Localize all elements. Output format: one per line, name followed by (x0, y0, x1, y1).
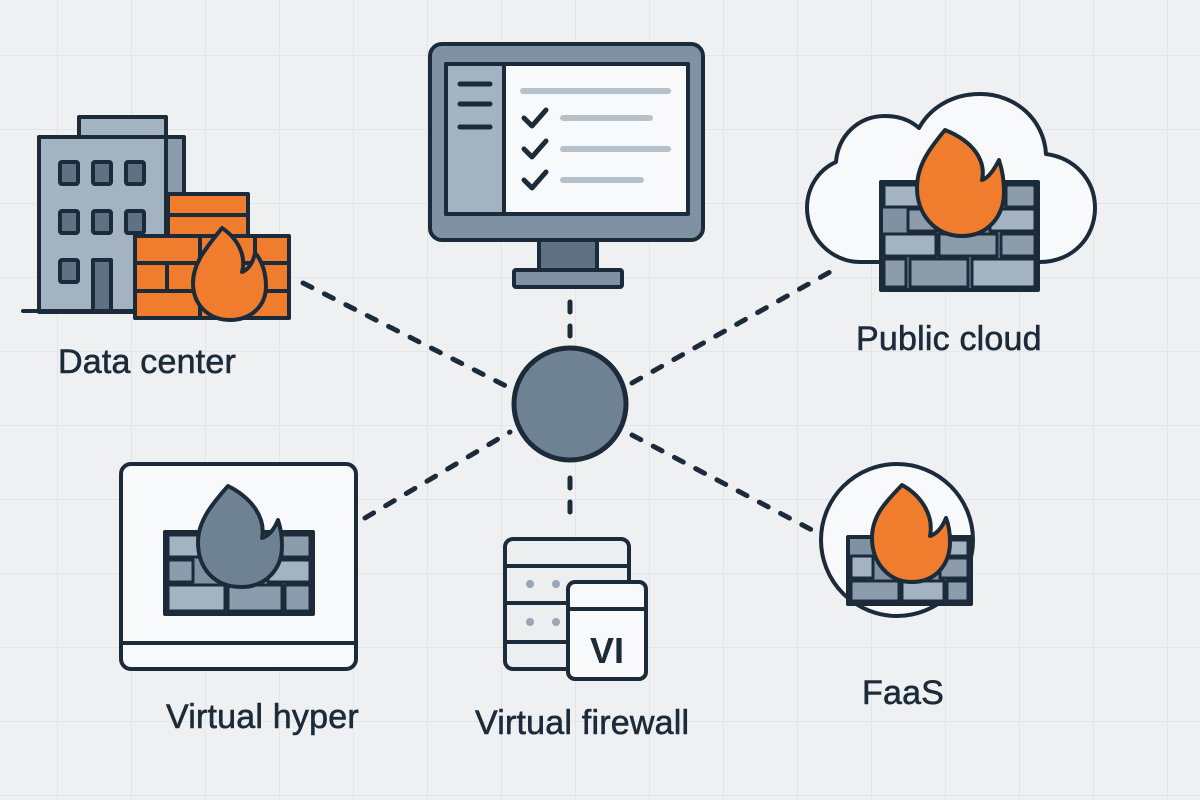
check-icon (521, 169, 549, 191)
server-leds (526, 580, 560, 626)
cloud-firewall-icon[interactable] (805, 92, 1097, 292)
building-door (91, 258, 113, 314)
window-firewall-icon[interactable] (119, 462, 358, 671)
label-virtual-firewall: Virtual firewall (475, 704, 690, 743)
edge-faas (629, 432, 815, 533)
monitor-stand-base (512, 268, 624, 289)
check-icon (521, 107, 549, 129)
vm-badge: VI (590, 630, 624, 671)
server-vm-icon[interactable] (503, 537, 648, 681)
vm-window (566, 580, 648, 681)
label-virtual-hyper: Virtual hyper (166, 698, 359, 737)
flame-icon (915, 128, 1006, 238)
hub-node[interactable] (511, 345, 629, 463)
checklist (521, 107, 671, 191)
flame-icon (191, 226, 268, 322)
circle-firewall-icon[interactable] (819, 462, 975, 618)
edge-virtual-hyper (362, 429, 513, 521)
edge-data-center (300, 280, 513, 391)
building-with-firewall-icon[interactable] (21, 115, 291, 322)
monitor-sidebar (444, 62, 506, 216)
edges (300, 269, 833, 533)
sidebar-menu-lines (457, 81, 493, 130)
flame-icon (870, 483, 952, 584)
monitor-checklist-icon[interactable] (428, 42, 705, 289)
label-public-cloud: Public cloud (856, 320, 1042, 359)
label-data-center: Data center (58, 343, 236, 382)
check-icon (521, 138, 549, 160)
label-faas: FaaS (862, 674, 945, 713)
flame-icon (196, 484, 284, 589)
edge-public-cloud (629, 269, 833, 386)
building-windows (58, 160, 146, 314)
